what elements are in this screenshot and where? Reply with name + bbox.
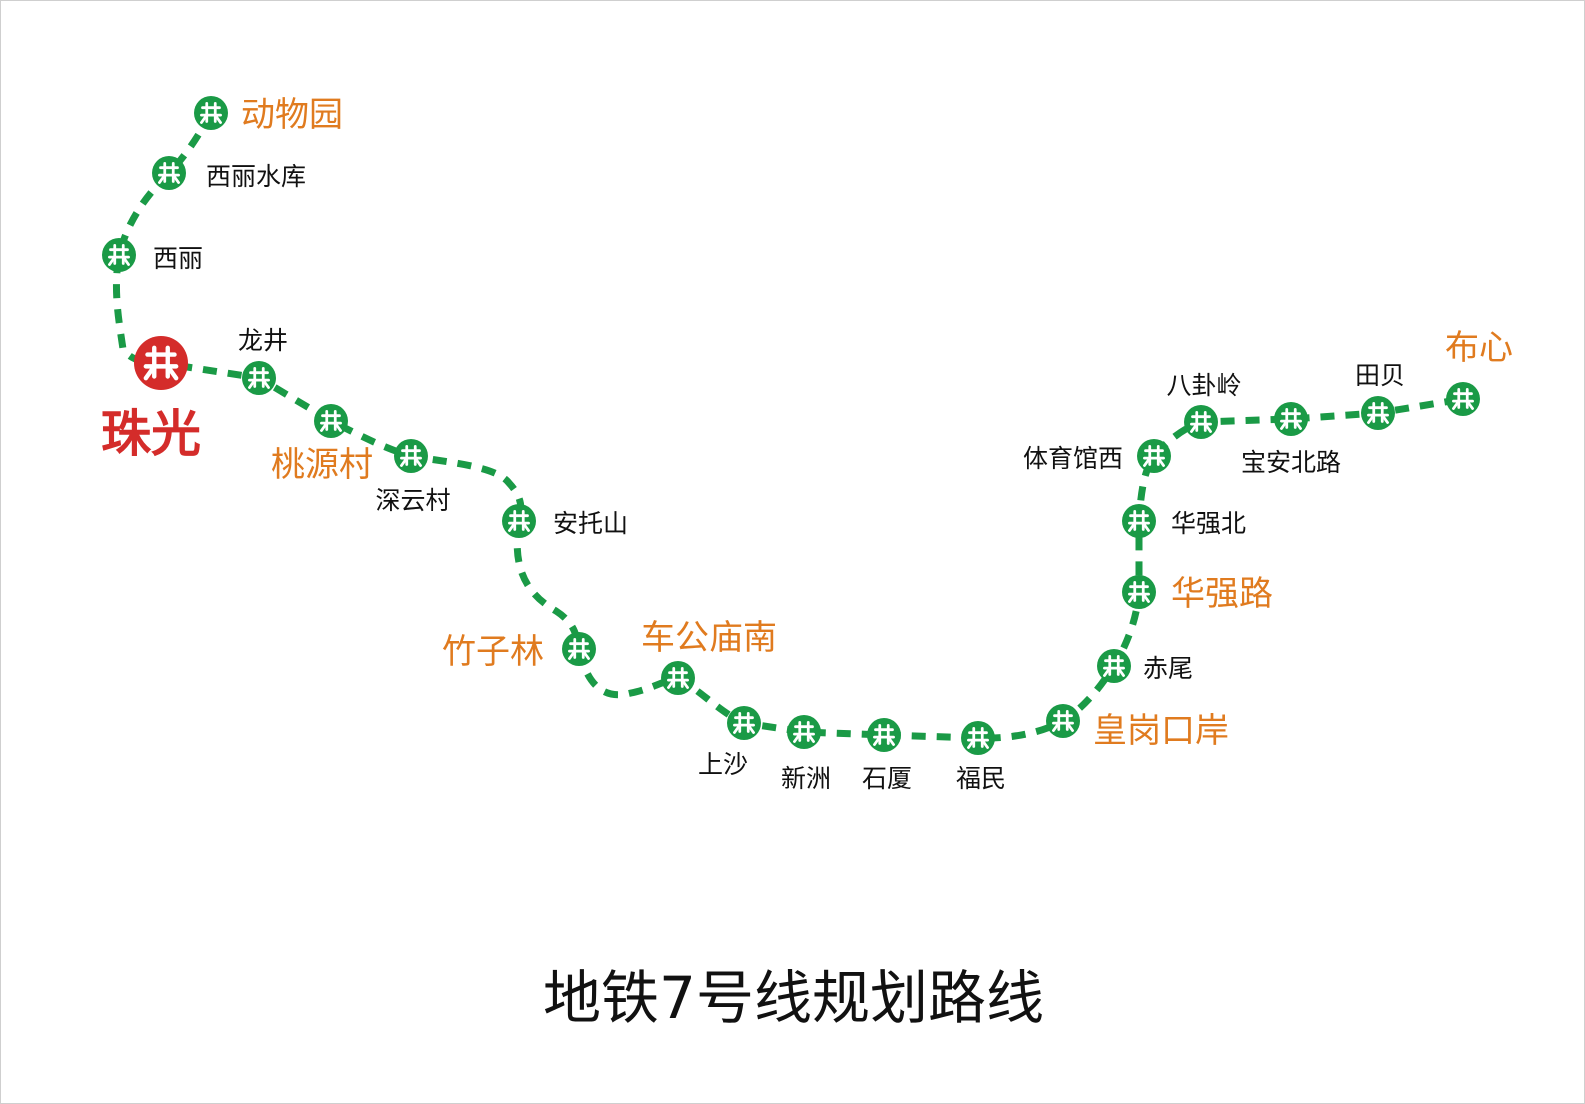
station-label: 布心 xyxy=(1445,328,1513,368)
station-marker[interactable] xyxy=(1097,649,1131,683)
map-title: 地铁7号线规划路线 xyxy=(543,964,1044,1032)
station-chiwei[interactable]: 赤尾 xyxy=(1097,649,1193,683)
station-zhuzilin[interactable]: 竹子林 xyxy=(442,632,596,672)
station-marker[interactable] xyxy=(1446,382,1480,416)
station-label: 动物园 xyxy=(241,95,343,135)
station-label: 华强路 xyxy=(1171,574,1273,614)
station-marker[interactable] xyxy=(1122,504,1156,538)
shenzhen-metro-logo-icon xyxy=(508,510,530,532)
hub-station-marker[interactable] xyxy=(134,336,188,390)
shenzhen-metro-logo-icon xyxy=(967,727,989,749)
station-marker[interactable] xyxy=(314,404,348,438)
station-bagualing[interactable]: 八卦岭 xyxy=(1166,371,1242,439)
station-label: 安托山 xyxy=(553,509,628,538)
station-taoyuancun[interactable]: 桃源村 xyxy=(271,404,373,485)
station-marker[interactable] xyxy=(102,238,136,272)
station-marker[interactable] xyxy=(1274,402,1308,436)
station-label: 体育馆西 xyxy=(1023,444,1123,473)
station-label: 龙井 xyxy=(238,326,288,355)
station-buxin[interactable]: 布心 xyxy=(1445,328,1513,416)
station-label: 皇岗口岸 xyxy=(1093,711,1229,751)
station-label: 西丽 xyxy=(153,244,203,273)
shenzhen-metro-logo-icon xyxy=(1143,445,1165,467)
station-dongwuyuan[interactable]: 动物园 xyxy=(194,95,343,135)
station-tianbei[interactable]: 田贝 xyxy=(1355,361,1405,430)
shenzhen-metro-logo-icon xyxy=(320,410,342,432)
station-shangsha[interactable]: 上沙 xyxy=(698,706,761,779)
station-label: 上沙 xyxy=(698,750,748,779)
station-baoanbeilu[interactable]: 宝安北路 xyxy=(1241,402,1341,477)
shenzhen-metro-logo-icon xyxy=(200,102,222,124)
station-label: 石厦 xyxy=(862,764,912,793)
station-label: 田贝 xyxy=(1355,361,1405,390)
station-xinzhou[interactable]: 新洲 xyxy=(781,715,831,793)
station-marker[interactable] xyxy=(867,718,901,752)
shenzhen-metro-logo-icon xyxy=(1103,655,1125,677)
shenzhen-metro-logo-icon xyxy=(108,244,130,266)
shenzhen-metro-logo-icon xyxy=(1367,402,1389,424)
shenzhen-metro-logo-icon xyxy=(1128,510,1150,532)
station-shenyuncun[interactable]: 深云村 xyxy=(375,439,451,515)
shenzhen-metro-logo-icon xyxy=(1128,581,1150,603)
station-chegongmiaonan[interactable]: 车公庙南 xyxy=(641,618,777,695)
station-label: 赤尾 xyxy=(1143,654,1193,683)
station-fumin[interactable]: 福民 xyxy=(956,721,1006,793)
station-label: 桃源村 xyxy=(271,445,373,485)
shenzhen-metro-logo-icon xyxy=(1190,411,1212,433)
station-tiyuguanxi[interactable]: 体育馆西 xyxy=(1023,439,1171,473)
station-marker[interactable] xyxy=(1046,704,1080,738)
shenzhen-metro-logo-icon xyxy=(793,721,815,743)
station-longjing[interactable]: 龙井 xyxy=(238,326,288,395)
station-huaqianglu[interactable]: 华强路 xyxy=(1122,574,1273,614)
station-shixia[interactable]: 石厦 xyxy=(862,718,912,793)
station-label: 珠光 xyxy=(101,405,201,463)
station-marker[interactable] xyxy=(242,361,276,395)
shenzhen-metro-logo-icon xyxy=(568,638,590,660)
station-marker[interactable] xyxy=(1122,575,1156,609)
shenzhen-metro-logo-icon xyxy=(143,345,179,381)
shenzhen-metro-logo-icon xyxy=(733,712,755,734)
station-marker[interactable] xyxy=(194,96,228,130)
station-huaqiangbei[interactable]: 华强北 xyxy=(1122,504,1246,538)
station-marker[interactable] xyxy=(152,156,186,190)
station-marker[interactable] xyxy=(394,439,428,473)
station-huanggangkouan[interactable]: 皇岗口岸 xyxy=(1046,704,1229,751)
station-label: 福民 xyxy=(956,764,1006,793)
shenzhen-metro-logo-icon xyxy=(873,724,895,746)
shenzhen-metro-logo-icon xyxy=(667,667,689,689)
station-marker[interactable] xyxy=(502,504,536,538)
shenzhen-metro-logo-icon xyxy=(400,445,422,467)
station-zhuguang[interactable]: 珠光 xyxy=(101,336,201,463)
station-xilishuiku[interactable]: 西丽水库 xyxy=(152,156,306,191)
shenzhen-metro-logo-icon xyxy=(1452,388,1474,410)
station-marker[interactable] xyxy=(661,661,695,695)
station-label: 车公庙南 xyxy=(641,618,777,658)
station-label: 八卦岭 xyxy=(1166,371,1241,400)
station-label: 宝安北路 xyxy=(1241,448,1341,477)
station-label: 新洲 xyxy=(781,764,831,793)
station-marker[interactable] xyxy=(961,721,995,755)
station-antuoshan[interactable]: 安托山 xyxy=(502,504,628,538)
shenzhen-metro-logo-icon xyxy=(248,367,270,389)
station-label: 华强北 xyxy=(1171,509,1246,538)
station-marker[interactable] xyxy=(562,632,596,666)
shenzhen-metro-logo-icon xyxy=(1052,710,1074,732)
station-xili[interactable]: 西丽 xyxy=(102,238,203,273)
station-marker[interactable] xyxy=(1361,396,1395,430)
station-marker[interactable] xyxy=(787,715,821,749)
shenzhen-metro-logo-icon xyxy=(158,162,180,184)
station-label: 深云村 xyxy=(375,486,450,515)
shenzhen-metro-logo-icon xyxy=(1280,408,1302,430)
station-marker[interactable] xyxy=(1137,439,1171,473)
station-marker[interactable] xyxy=(1184,405,1218,439)
station-label: 西丽水库 xyxy=(206,162,306,191)
station-label: 竹子林 xyxy=(442,632,544,672)
station-marker[interactable] xyxy=(727,706,761,740)
